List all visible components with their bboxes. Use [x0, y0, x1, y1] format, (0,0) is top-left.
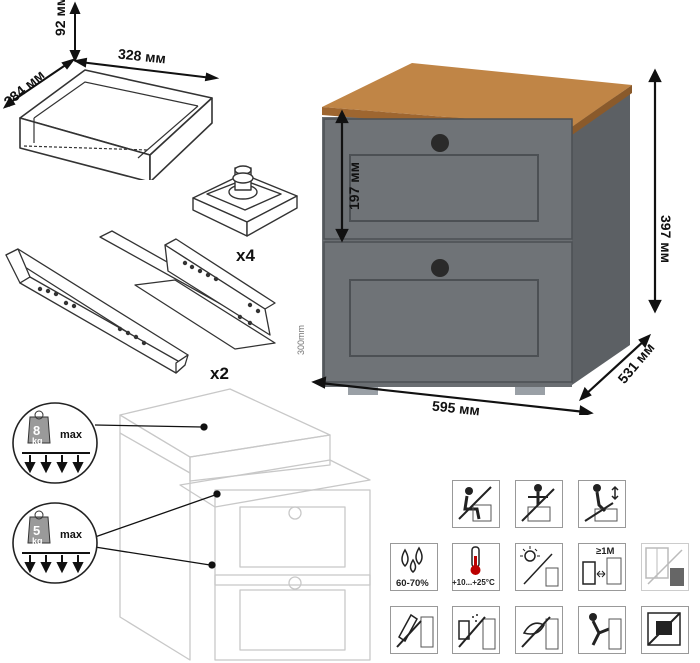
humidity-icon	[390, 543, 438, 591]
top-load-weight: 8	[33, 423, 41, 438]
no-heavy-objects-icon	[641, 606, 689, 654]
cabinet-height-label: 397 мм	[658, 215, 674, 263]
drawer-load-unit: kg	[32, 536, 43, 546]
feet-quantity-label: x4	[236, 246, 255, 265]
no-stand-icon	[515, 480, 563, 528]
rails-quantity-label: x2	[210, 364, 229, 383]
drawer-load-weight: 5	[33, 523, 41, 538]
load-diagram	[12, 388, 371, 661]
top-load-unit: kg	[32, 436, 43, 446]
no-wet-cloth-icon	[515, 606, 563, 654]
drawer-load-max: max	[60, 529, 83, 541]
no-lean-icon	[578, 606, 626, 654]
no-climb-icon	[578, 480, 626, 528]
humidity-label: 60-70%	[396, 578, 429, 589]
heater-distance-icon	[578, 543, 626, 591]
heater-distance-label: ≥1M	[596, 546, 615, 557]
top-load-max: max	[60, 429, 83, 441]
thermometer-icon	[452, 543, 500, 591]
drawer-rails-diagram	[5, 230, 276, 374]
no-direct-sun-icon	[515, 543, 563, 591]
no-spray-icon	[452, 606, 500, 654]
no-cleaning-agents-icon	[390, 606, 438, 654]
drawer-box-diagram	[2, 1, 220, 180]
drawer-box-height-label: 92 мм	[52, 0, 68, 36]
cabinet-illustration	[311, 63, 662, 415]
temperature-label: +10...+25°C	[452, 578, 495, 587]
adjustable-foot-diagram	[192, 165, 298, 237]
drawer-height-label: 197 мм	[346, 162, 362, 210]
no-sit-icon	[452, 480, 500, 528]
no-window-icon	[641, 543, 689, 591]
